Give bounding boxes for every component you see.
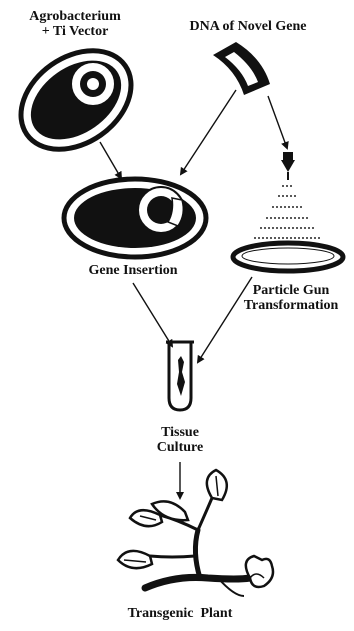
dna-label: DNA of Novel Gene (158, 19, 338, 34)
particle-gun-label: Particle Gun Transformation (230, 283, 352, 313)
agrobacterium-label: Agrobacterium + Ti Vector (5, 9, 145, 39)
tissue-culture-label-line2: Culture (130, 440, 230, 455)
dna-fragment (213, 42, 270, 95)
particle-gun-label-line1: Particle Gun (230, 283, 352, 298)
transgenic-plant (118, 470, 273, 596)
agrobacterium-label-line2: + Ti Vector (5, 24, 145, 39)
agrobacterium-cell (2, 30, 150, 169)
tissue-culture-label-line1: Tissue (130, 425, 230, 440)
gene-insertion-label: Gene Insertion (58, 263, 208, 278)
test-tube (166, 342, 194, 410)
tissue-culture-label: Tissue Culture (130, 425, 230, 455)
particle-gun-label-line2: Transformation (230, 298, 352, 313)
transgenic-plant-label: Transgenic Plant (95, 606, 265, 621)
particle-gun (233, 152, 343, 271)
gene-insertion-cell (64, 179, 206, 257)
agrobacterium-label-line1: Agrobacterium (5, 9, 145, 24)
